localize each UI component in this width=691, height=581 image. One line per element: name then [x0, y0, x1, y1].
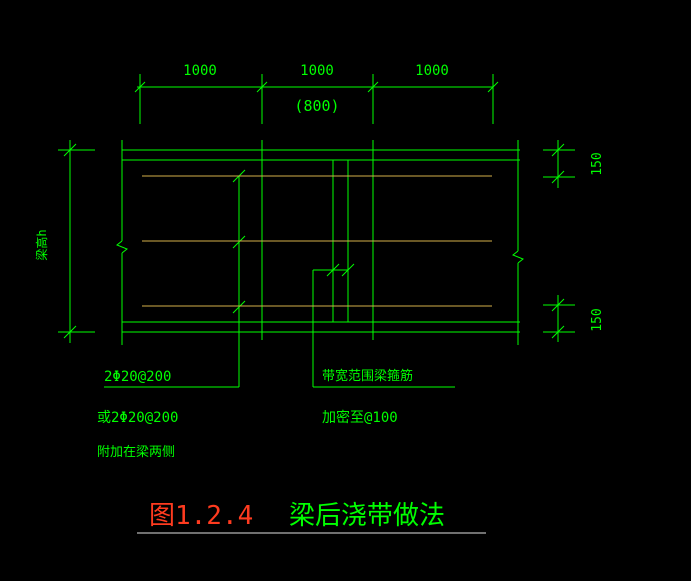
stirrup-note-label: 加密至@100 — [322, 409, 398, 426]
rebar-main-label: 2Φ20@200 — [104, 369, 171, 385]
dim-sub-label: (800) — [294, 97, 339, 115]
dim-right-bottom: 150 — [590, 308, 605, 331]
dim-right-top: 150 — [590, 152, 605, 175]
dim-span-2: 1000 — [300, 63, 334, 79]
figure-title: 梁后浇带做法 — [289, 501, 445, 531]
figure-number: 图1.2.4 — [149, 501, 253, 531]
beam-height-label: 梁高h — [34, 229, 49, 260]
rebar-alt-label: 或2Φ20@200 — [97, 410, 178, 426]
dim-span-1: 1000 — [183, 63, 217, 79]
rebar-note-label: 附加在梁两侧 — [97, 445, 175, 460]
stirrup-main-label: 带宽范围梁箍筋 — [322, 368, 413, 384]
dim-span-3: 1000 — [415, 63, 449, 79]
